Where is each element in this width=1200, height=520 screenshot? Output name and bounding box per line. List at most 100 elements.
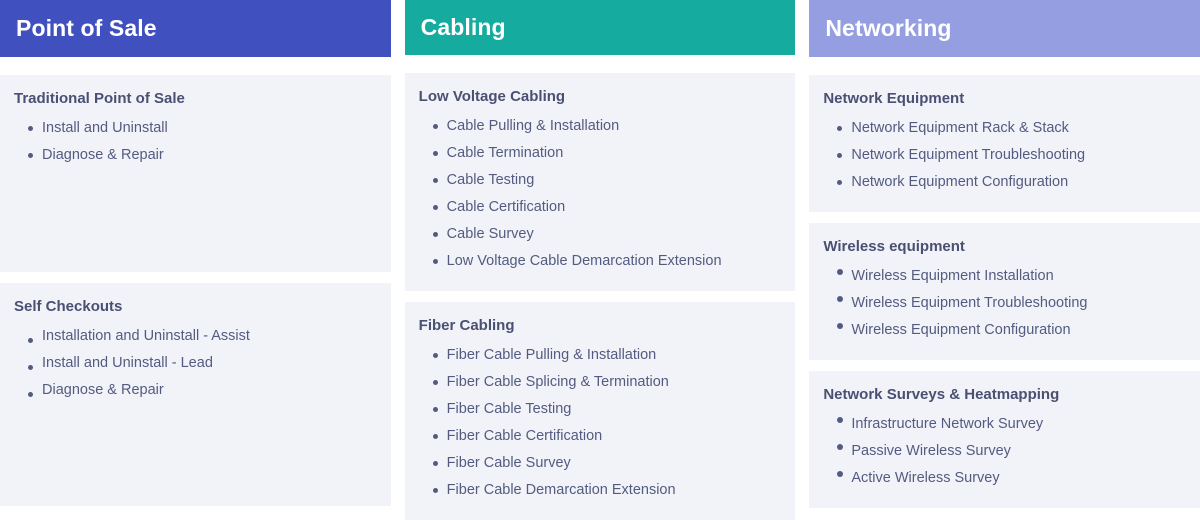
list-item[interactable]: Wireless Equipment Installation: [823, 263, 1186, 290]
bullet-icon: [432, 151, 438, 157]
list-item[interactable]: Network Equipment Configuration: [823, 169, 1186, 196]
list-item[interactable]: Fiber Cable Testing: [419, 396, 782, 423]
list-item[interactable]: Infrastructure Network Survey: [823, 411, 1186, 438]
bullet-icon: [28, 391, 33, 397]
list-item-label: Active Wireless Survey: [851, 469, 1000, 486]
card-stack-networking: Network Equipment Network Equipment Rack…: [809, 74, 1200, 508]
card-item-list: Fiber Cable Pulling & Installation Fiber…: [419, 342, 782, 504]
card-title: Network Equipment: [823, 89, 965, 107]
bullet-icon: [432, 232, 438, 238]
list-item-label: Cable Pulling & Installation: [446, 118, 620, 135]
list-item-label: Network Equipment Configuration: [851, 173, 1069, 190]
bullet-icon: [432, 259, 438, 265]
bullet-icon: [432, 488, 438, 494]
list-item-label: Wireless Equipment Installation: [851, 267, 1054, 284]
list-item[interactable]: Installation and Uninstall - Assist: [14, 323, 377, 350]
bullet-icon: [837, 322, 844, 329]
card-network-surveys-heatmapping[interactable]: Network Surveys & Heatmapping Infrastruc…: [809, 370, 1200, 508]
list-item-label: Fiber Cable Testing: [446, 401, 572, 418]
list-item-label: Wireless Equipment Configuration: [851, 321, 1071, 338]
list-item[interactable]: Cable Pulling & Installation: [419, 113, 782, 140]
column-cabling: Cabling Low Voltage Cabling Cable Pullin…: [404, 0, 796, 520]
column-header-networking: Networking: [809, 0, 1200, 57]
list-item-label: Cable Testing: [446, 172, 535, 189]
list-item[interactable]: Fiber Cable Certification: [419, 423, 782, 450]
list-item[interactable]: Active Wireless Survey: [823, 465, 1186, 492]
bullet-icon: [837, 443, 844, 450]
list-item-label: Fiber Cable Certification: [446, 428, 603, 445]
card-item-list: Network Equipment Rack & Stack Network E…: [823, 115, 1186, 196]
list-item-label: Cable Termination: [446, 145, 564, 162]
list-item[interactable]: Low Voltage Cable Demarcation Extension: [419, 248, 782, 275]
list-item[interactable]: Fiber Cable Demarcation Extension: [419, 477, 782, 504]
card-network-equipment[interactable]: Network Equipment Network Equipment Rack…: [809, 74, 1200, 212]
bullet-icon: [837, 152, 843, 158]
bullet-icon: [837, 125, 843, 131]
list-item[interactable]: Network Equipment Rack & Stack: [823, 115, 1186, 142]
list-item[interactable]: Network Equipment Troubleshooting: [823, 142, 1186, 169]
card-title: Low Voltage Cabling: [418, 88, 566, 106]
list-item[interactable]: Install and Uninstall - Lead: [14, 350, 377, 377]
column-point-of-sale: Point of Sale Traditional Point of Sale …: [0, 0, 391, 506]
card-stack-cabling: Low Voltage Cabling Cable Pulling & Inst…: [404, 73, 796, 520]
card-item-list: Cable Pulling & Installation Cable Termi…: [419, 113, 782, 275]
list-item[interactable]: Wireless Equipment Configuration: [823, 317, 1186, 344]
list-item[interactable]: Install and Uninstall: [14, 115, 377, 142]
card-fiber-cabling[interactable]: Fiber Cabling Fiber Cable Pulling & Inst…: [404, 302, 796, 520]
list-item-label: Install and Uninstall - Lead: [42, 354, 213, 371]
card-wireless-equipment[interactable]: Wireless equipment Wireless Equipment In…: [809, 222, 1200, 360]
bullet-icon: [432, 353, 438, 359]
list-item-label: Install and Uninstall: [42, 120, 168, 136]
list-item[interactable]: Cable Testing: [419, 167, 782, 194]
bullet-icon: [432, 380, 438, 386]
list-item-label: Wireless Equipment Troubleshooting: [851, 294, 1088, 311]
list-item[interactable]: Fiber Cable Splicing & Termination: [419, 369, 782, 396]
bullet-icon: [837, 416, 844, 423]
card-title: Fiber Cabling: [418, 317, 515, 335]
card-title: Traditional Point of Sale: [14, 90, 185, 107]
card-title: Wireless equipment: [823, 237, 965, 255]
card-traditional-point-of-sale[interactable]: Traditional Point of Sale Install and Un…: [0, 75, 391, 272]
card-title: Self Checkouts: [14, 297, 123, 315]
bullet-icon: [837, 470, 844, 477]
column-header-point-of-sale: Point of Sale: [0, 0, 391, 57]
list-item-label: Fiber Cable Demarcation Extension: [446, 482, 676, 499]
list-item[interactable]: Fiber Cable Pulling & Installation: [419, 342, 782, 369]
list-item-label: Diagnose & Repair: [42, 147, 164, 163]
list-item-label: Infrastructure Network Survey: [851, 415, 1044, 432]
list-item-label: Network Equipment Rack & Stack: [851, 119, 1069, 136]
bullet-icon: [28, 337, 33, 343]
list-item[interactable]: Passive Wireless Survey: [823, 438, 1186, 465]
card-item-list: Wireless Equipment Installation Wireless…: [823, 263, 1186, 344]
bullet-icon: [432, 124, 438, 130]
card-item-list: Infrastructure Network Survey Passive Wi…: [823, 411, 1186, 492]
list-item-label: Low Voltage Cable Demarcation Extension: [446, 253, 722, 270]
list-item-label: Network Equipment Troubleshooting: [851, 146, 1086, 163]
list-item-label: Fiber Cable Survey: [446, 455, 571, 472]
list-item[interactable]: Fiber Cable Survey: [419, 450, 782, 477]
bullet-icon: [28, 126, 33, 131]
bullet-icon: [837, 268, 844, 275]
bullet-icon: [432, 205, 438, 211]
list-item-label: Fiber Cable Pulling & Installation: [446, 347, 657, 364]
list-item[interactable]: Cable Certification: [419, 194, 782, 221]
column-header-cabling: Cabling: [404, 0, 796, 56]
bullet-icon: [28, 364, 33, 370]
card-item-list: Install and Uninstall Diagnose & Repair: [14, 115, 377, 169]
bullet-icon: [837, 179, 843, 185]
card-self-checkouts[interactable]: Self Checkouts Installation and Uninstal…: [0, 282, 391, 506]
list-item[interactable]: Cable Termination: [419, 140, 782, 167]
card-low-voltage-cabling[interactable]: Low Voltage Cabling Cable Pulling & Inst…: [404, 73, 796, 292]
list-item-label: Passive Wireless Survey: [851, 442, 1011, 459]
list-item-label: Cable Certification: [446, 199, 566, 216]
list-item[interactable]: Cable Survey: [419, 221, 782, 248]
list-item[interactable]: Diagnose & Repair: [14, 142, 377, 169]
column-networking: Networking Network Equipment Network Equ…: [809, 0, 1200, 508]
list-item-label: Cable Survey: [446, 226, 534, 243]
bullet-icon: [432, 178, 438, 184]
list-item[interactable]: Wireless Equipment Troubleshooting: [823, 290, 1186, 317]
list-item[interactable]: Diagnose & Repair: [14, 377, 377, 404]
list-item-label: Diagnose & Repair: [42, 381, 164, 398]
bullet-icon: [432, 461, 438, 467]
